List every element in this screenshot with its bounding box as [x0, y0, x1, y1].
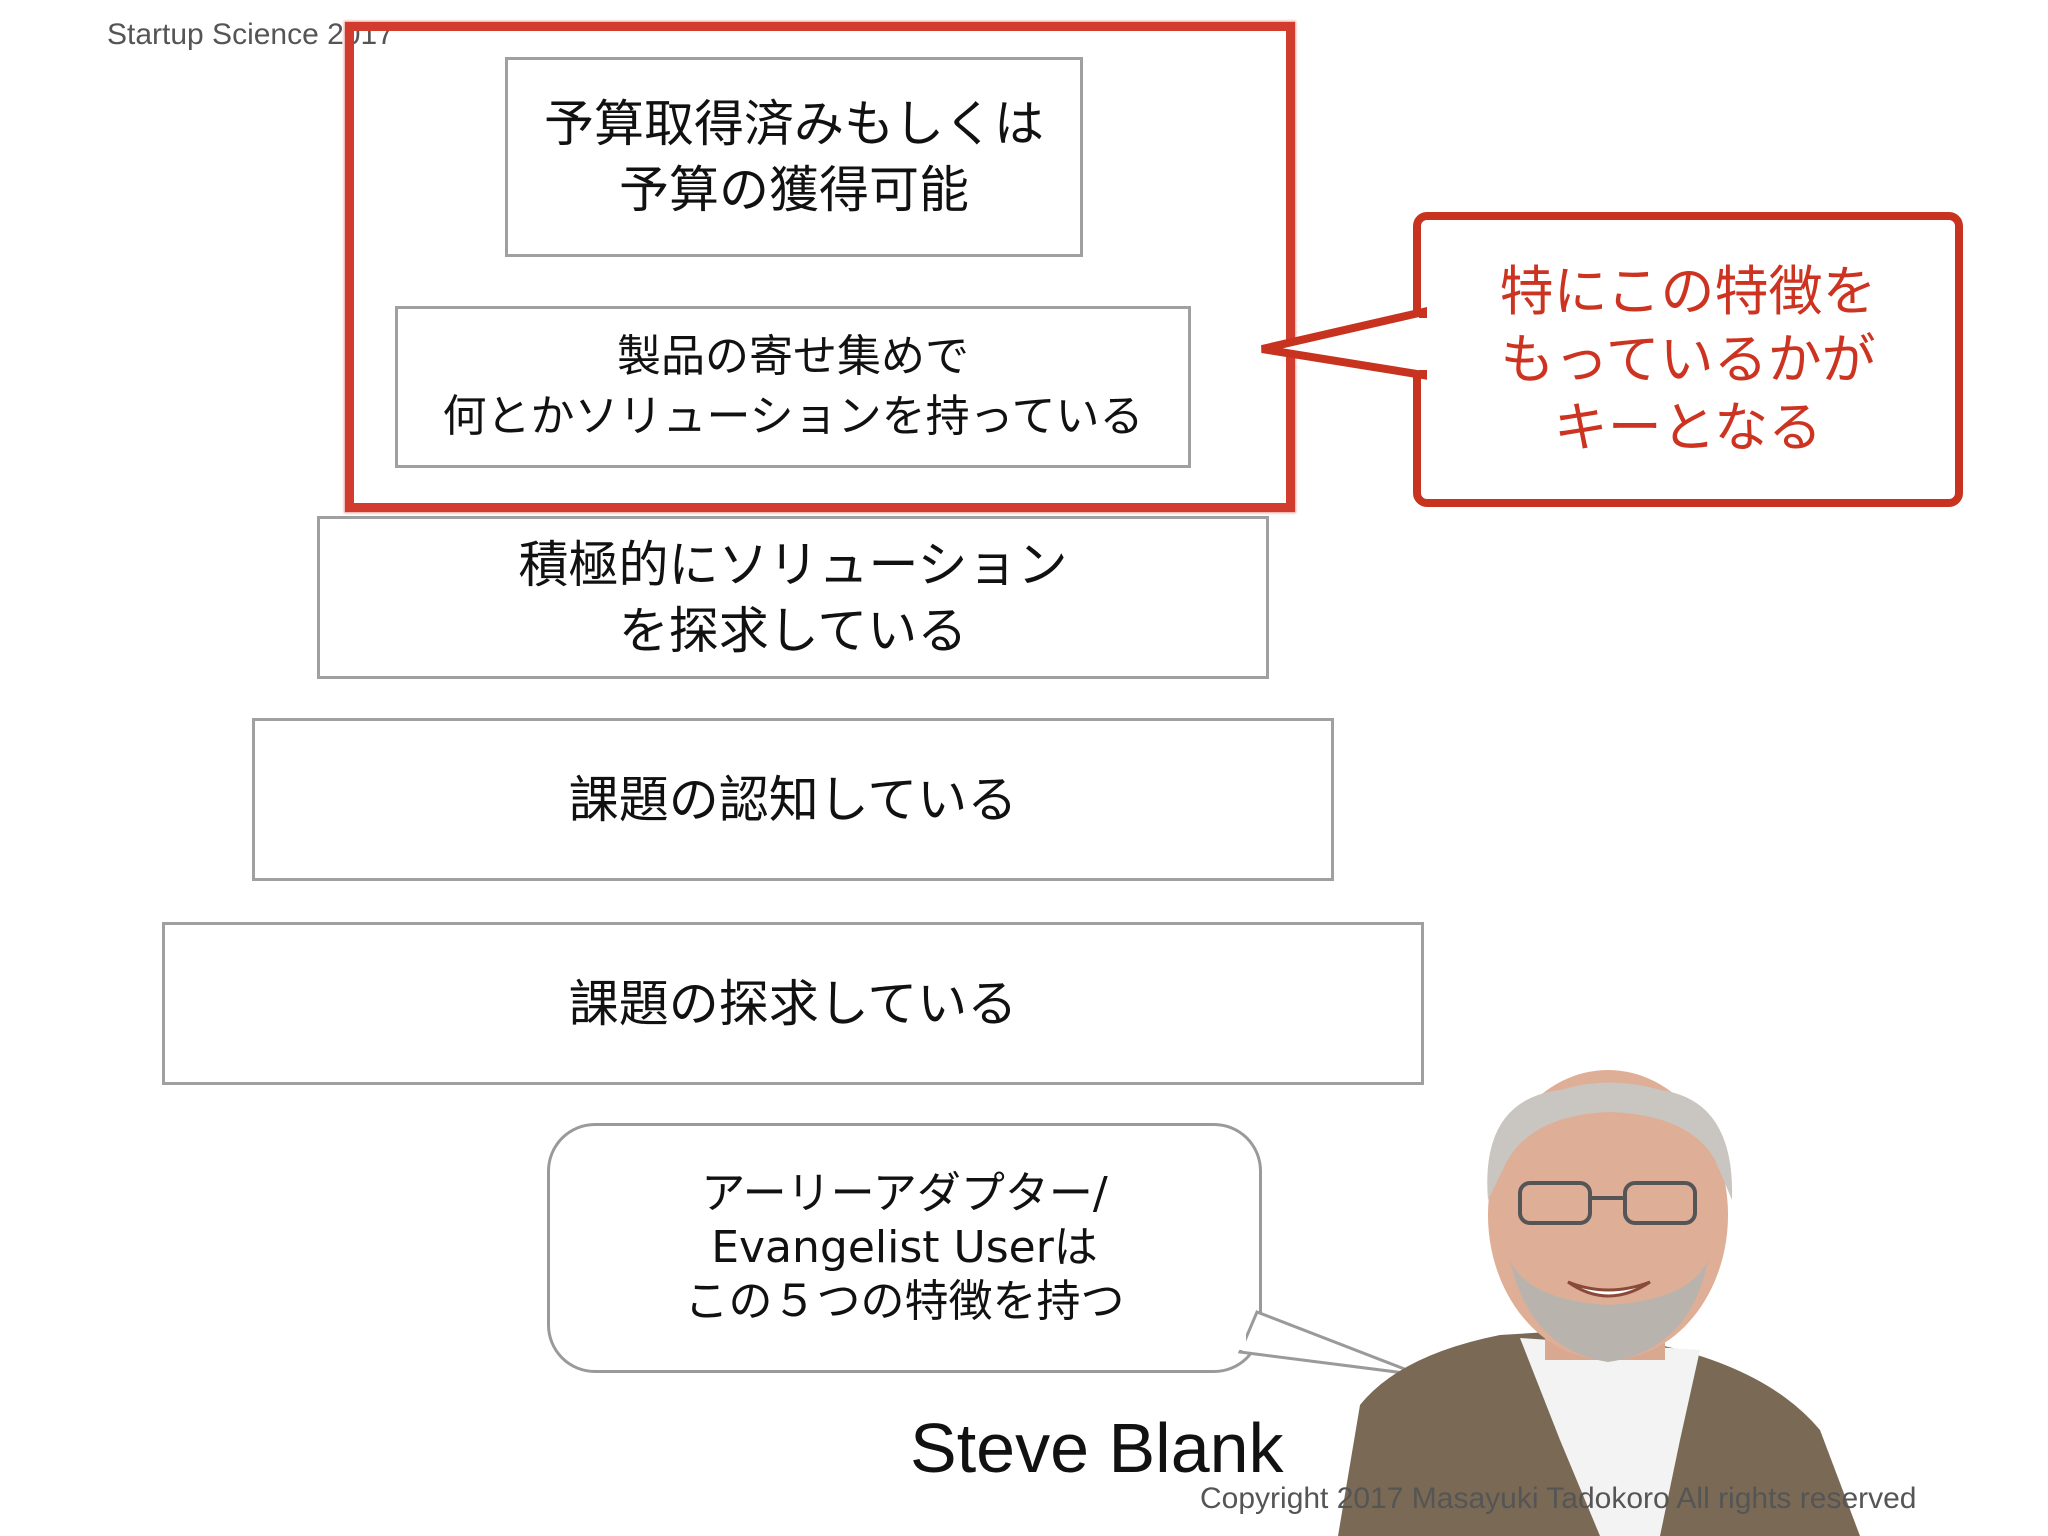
stage-text-problem-search: 課題の探求している	[568, 974, 1018, 1033]
stage-box-active-search: 積極的にソリューション を探求している	[317, 516, 1269, 679]
copyright-notice: Copyright 2017 Masayuki Tadokoro All rig…	[1200, 1482, 1917, 1515]
highlight-frame	[345, 22, 1295, 512]
key-callout: 特にこの特徴を もっているかが キーとなる	[1413, 212, 1963, 507]
presenter-hair	[1487, 1082, 1733, 1200]
stage-text-active-search: 積極的にソリューション を探求している	[518, 535, 1068, 660]
speech-tail	[1237, 1310, 1421, 1377]
presenter-head	[1488, 1070, 1728, 1360]
stage-box-problem-aware: 課題の認知している	[252, 718, 1334, 881]
presenter-shirt	[1520, 1338, 1700, 1536]
stage-text-cobbled-solution: 製品の寄せ集めで 何とかソリューションを持っている	[442, 331, 1144, 442]
stage-text-problem-aware: 課題の認知している	[568, 770, 1018, 829]
stage-box-cobbled-solution: 製品の寄せ集めで 何とかソリューションを持っている	[395, 306, 1191, 468]
speech-text: アーリーアダプター/ Evangelist Userは この５つの特徴を持つ	[684, 1168, 1125, 1327]
callout-text: 特にこの特徴を もっているかが キーとなる	[1499, 259, 1877, 459]
stage-box-budget: 予算取得済みもしくは 予算の獲得可能	[505, 57, 1083, 257]
speaker-name: Steve Blank	[910, 1409, 1284, 1487]
presenter-beard	[1510, 1260, 1708, 1362]
stage-box-problem-search: 課題の探求している	[162, 922, 1424, 1085]
stage-text-budget: 予算取得済みもしくは 予算の獲得可能	[544, 95, 1044, 219]
speech-bubble: アーリーアダプター/ Evangelist Userは この５つの特徴を持つ	[547, 1123, 1262, 1373]
